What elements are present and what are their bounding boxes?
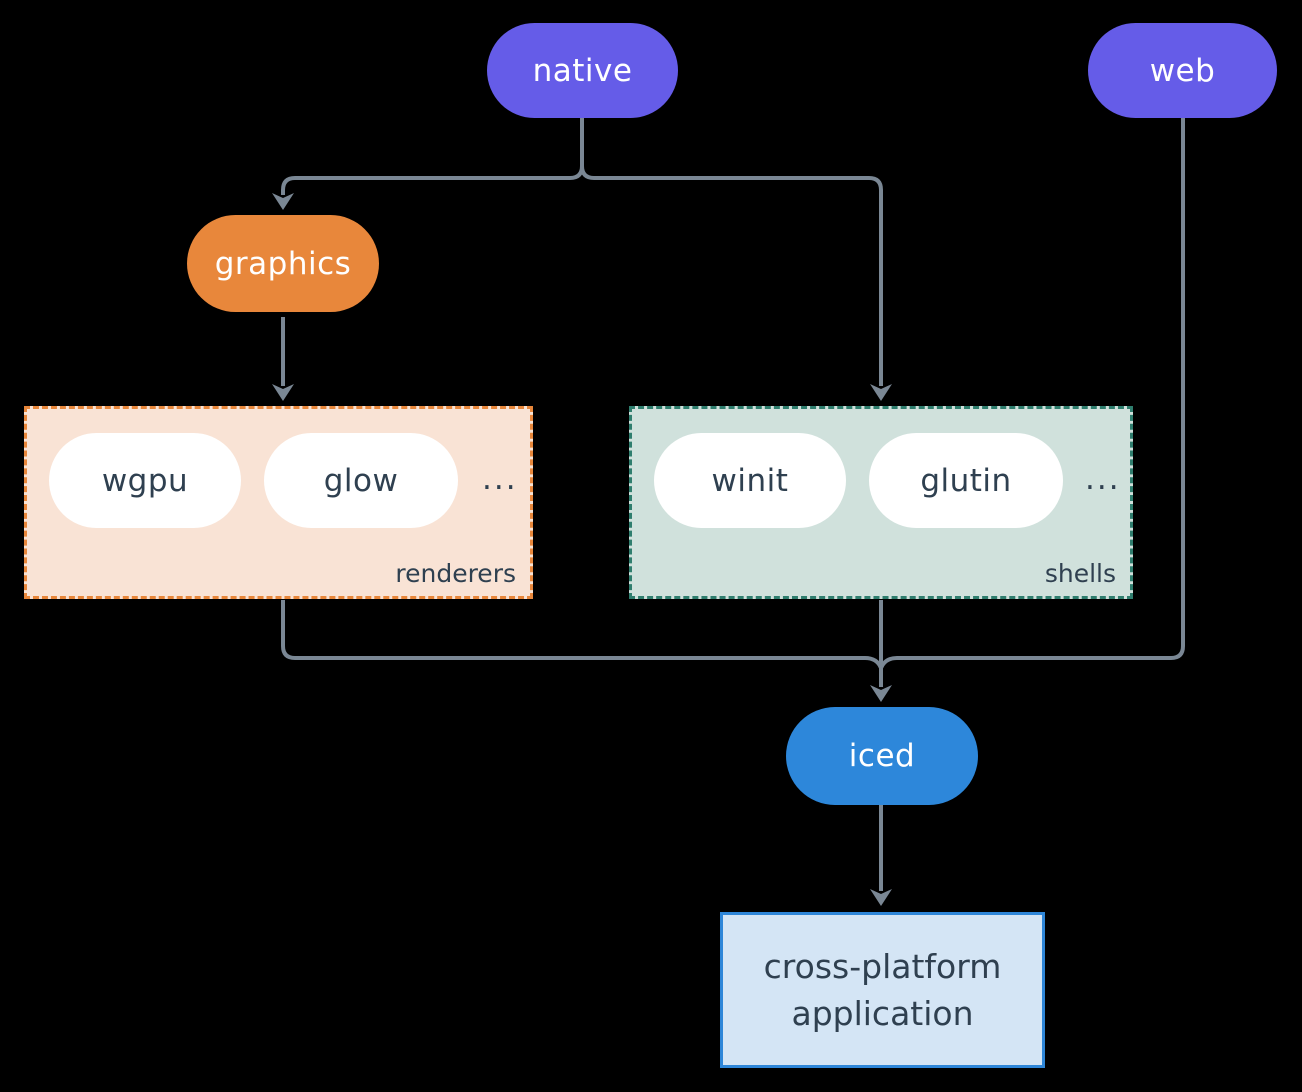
shells-ellipsis: ...	[1085, 461, 1121, 497]
node-glow: glow	[264, 433, 458, 528]
group-renderers-label: renderers	[395, 559, 516, 588]
node-graphics-label: graphics	[214, 245, 352, 282]
node-glutin: glutin	[869, 433, 1063, 528]
edge-renderers-to-iced	[281, 600, 883, 669]
node-web-label: web	[1149, 52, 1216, 89]
group-renderers: wgpu glow ... renderers	[24, 406, 533, 599]
node-native-label: native	[532, 52, 633, 89]
node-graphics: graphics	[187, 215, 379, 312]
node-glow-label: glow	[323, 462, 399, 499]
arrowhead-shells	[870, 384, 892, 401]
edge-native-to-graphics	[281, 118, 584, 195]
node-winit-label: winit	[711, 462, 789, 499]
group-shells-label: shells	[1044, 559, 1116, 588]
node-glutin-label: glutin	[920, 462, 1012, 499]
node-wgpu-label: wgpu	[101, 462, 189, 499]
node-iced: iced	[786, 707, 978, 805]
node-iced-label: iced	[848, 738, 916, 774]
node-cross-platform-application: cross-platform application	[720, 912, 1045, 1068]
node-web: web	[1088, 23, 1277, 118]
node-winit: winit	[654, 433, 846, 528]
edge-web-to-iced	[879, 118, 1185, 669]
arrowhead-graphics	[272, 193, 294, 210]
arrowhead-app	[870, 889, 892, 906]
arrowhead-iced	[870, 685, 892, 702]
app-label-line1: cross-platform	[763, 947, 1002, 986]
app-label-line2: application	[791, 994, 974, 1033]
arrowhead-renderers	[272, 384, 294, 401]
group-shells: winit glutin ... shells	[629, 406, 1133, 599]
node-native: native	[487, 23, 678, 118]
renderers-ellipsis: ...	[482, 461, 518, 497]
node-wgpu: wgpu	[49, 433, 241, 528]
edge-native-to-shells	[580, 165, 883, 386]
